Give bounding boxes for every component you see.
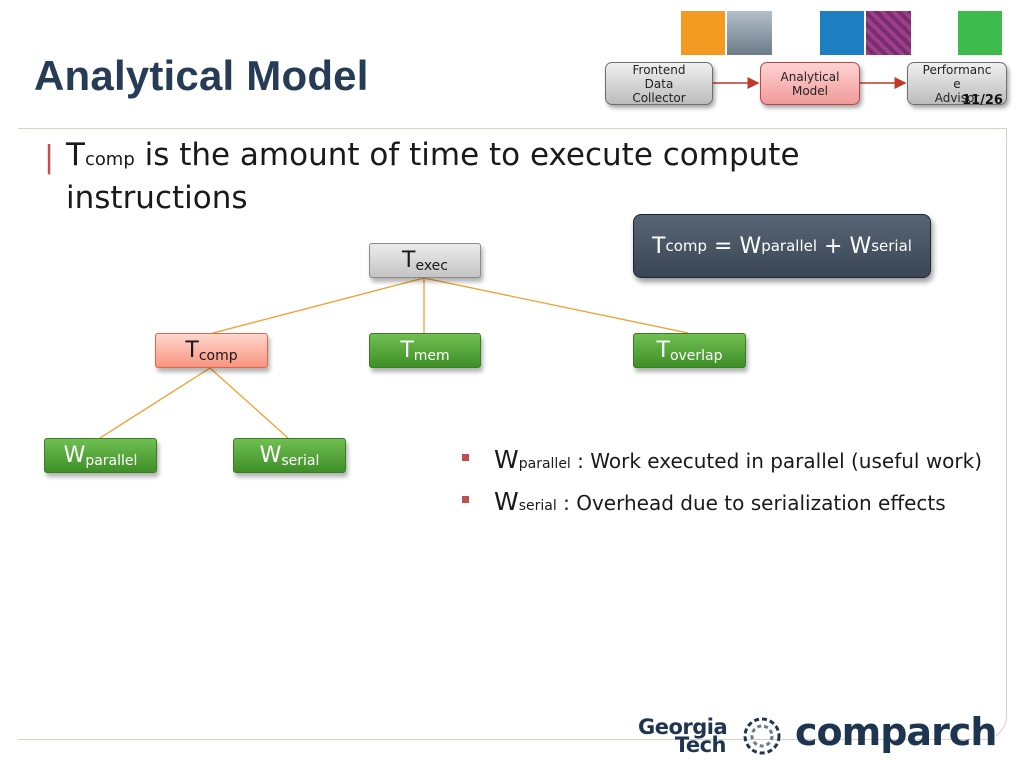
main-var: T: [66, 137, 85, 173]
flow-step-advisor: Performanc e Advisor: [907, 62, 1007, 105]
formula-t: T: [652, 233, 666, 259]
flow-arrows: [712, 77, 907, 89]
thumbnail-circuit: [866, 11, 911, 55]
comparch-logo: comparch: [795, 710, 997, 754]
formula-w1: W: [739, 233, 762, 259]
content-panel: [18, 128, 1007, 740]
bullet-text: : Overhead due to serialization effects: [556, 491, 946, 515]
bullet-square-icon: [462, 454, 469, 461]
node-sub: serial: [281, 452, 320, 469]
node-main: T: [400, 338, 414, 363]
node-sub: comp: [198, 347, 238, 364]
node-main: T: [402, 248, 416, 273]
flow-step-analytical: Analytical Model: [760, 62, 860, 105]
bullet-var: W: [494, 445, 519, 474]
main-statement: Tcomp is the amount of time to execute c…: [66, 136, 926, 218]
node-sub: parallel: [85, 452, 138, 469]
page-number: 11/26: [962, 93, 1003, 108]
flow-step-frontend: Frontend Data Collector: [605, 62, 713, 105]
thumbnail-green: [958, 11, 1002, 55]
logo-georgia-text: Georgia: [638, 715, 728, 739]
node-main: W: [63, 443, 86, 468]
flow-step-label: Frontend Data Collector: [632, 62, 686, 105]
edge-tcomp-wserial: [209, 367, 289, 439]
formula-plus: +: [817, 233, 850, 259]
thumbnail-orange: [681, 11, 725, 55]
definition-list: Wparallel : Work executed in parallel (u…: [462, 446, 1002, 530]
formula-eq: =: [707, 233, 740, 259]
list-item: Wparallel : Work executed in parallel (u…: [462, 446, 1002, 478]
formula-w2-sub: serial: [871, 237, 912, 255]
edge-texec-toverlap: [423, 277, 689, 334]
flow-step-label: Analytical Model: [780, 69, 840, 98]
edge-tcomp-wparallel: [99, 367, 211, 439]
thumbnail-blue: [820, 11, 864, 55]
bullet-var: W: [494, 487, 519, 516]
formula-w1-sub: parallel: [761, 237, 818, 255]
node-sub: overlap: [669, 347, 723, 364]
slide-title: Analytical Model: [34, 52, 369, 99]
logo-tech-text: Tech: [674, 733, 727, 757]
bullet-text: : Work executed in parallel (useful work…: [570, 449, 983, 473]
node-main: W: [259, 443, 282, 468]
formula-w2: W: [849, 233, 872, 259]
main-rest: is the amount of time to execute compute…: [66, 137, 800, 216]
bullet-var-sub: parallel: [518, 456, 571, 472]
flow-step-label: Performanc e Advisor: [922, 63, 992, 105]
bullet-bar: |: [44, 140, 55, 175]
list-item: Wserial : Overhead due to serialization …: [462, 488, 1002, 520]
bullet-square-icon: [462, 496, 469, 503]
node-sub: exec: [415, 257, 448, 274]
main-var-sub: comp: [84, 149, 135, 170]
node-main: T: [656, 338, 670, 363]
edge-texec-tcomp: [212, 277, 425, 334]
formula-t-sub: comp: [665, 237, 708, 255]
node-main: T: [185, 338, 199, 363]
bullet-var-sub: serial: [518, 498, 557, 514]
node-sub: mem: [413, 347, 450, 364]
thumbnail-photo: [727, 11, 772, 55]
comparch-swirl-icon: [743, 717, 781, 755]
georgia-tech-logo: Georgia Tech: [638, 715, 728, 757]
